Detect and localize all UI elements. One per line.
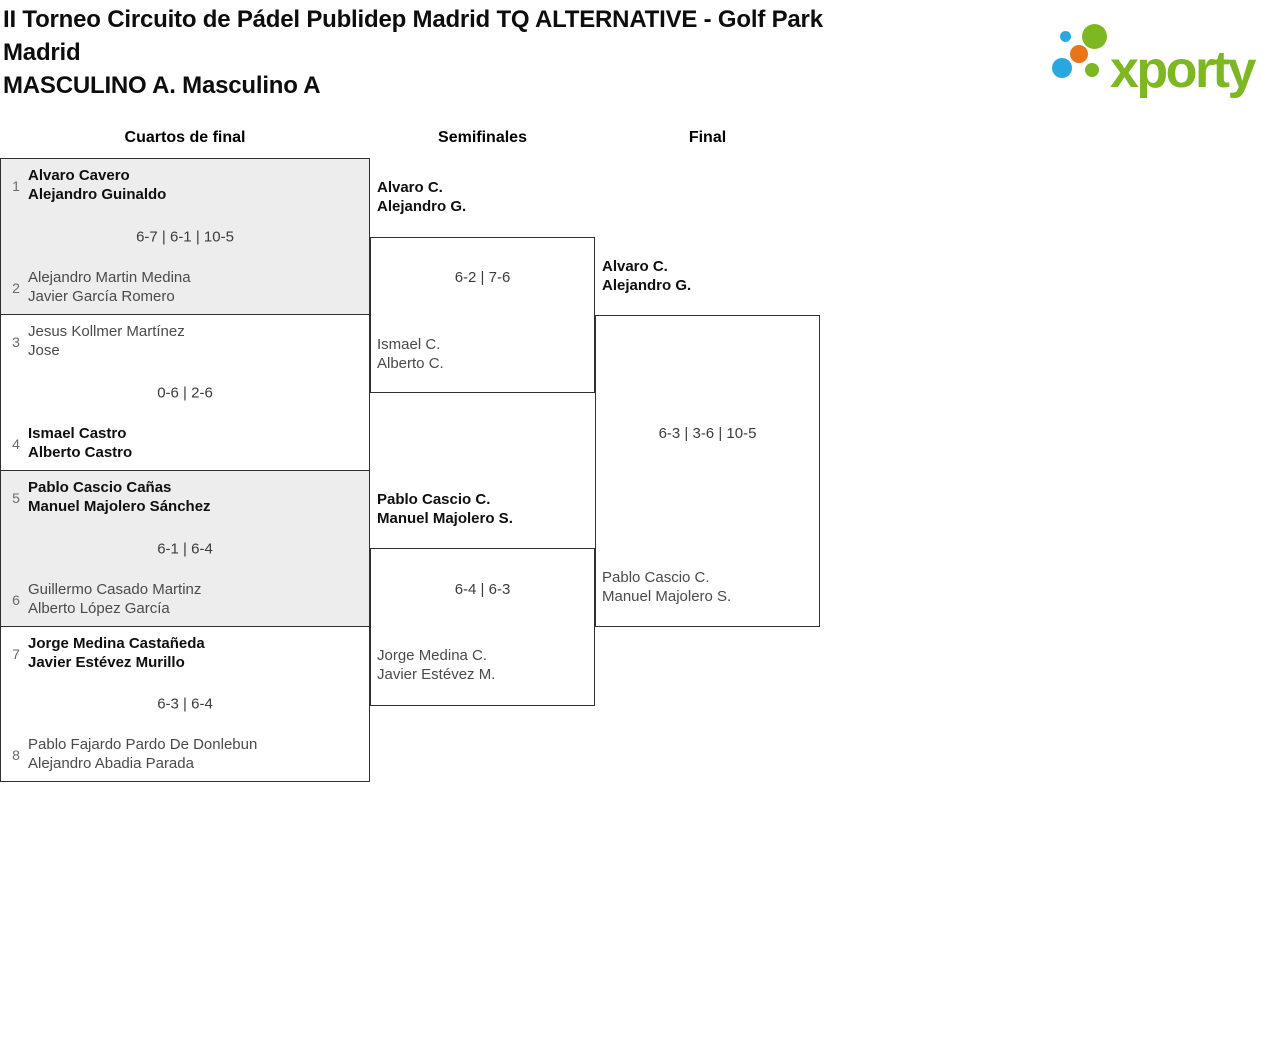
team-players: Pablo Fajardo Pardo De Donlebun Alejandr…: [28, 736, 257, 773]
team-row: 5 Pablo Cascio Cañas Manuel Majolero Sán…: [1, 479, 369, 516]
quarterfinals-column: 1 Alvaro Cavero Alejandro Guinaldo 6-7 |…: [0, 158, 370, 782]
player-name: Alvaro C.: [602, 258, 668, 275]
match-score: 6-3 | 6-4: [157, 695, 213, 713]
round-header-cuartos-de-final: Cuartos de final: [124, 129, 246, 146]
team-row: 1 Alvaro Cavero Alejandro Guinaldo: [1, 167, 369, 204]
player-name: Ismael Castro: [28, 425, 127, 442]
final-team-1: Alvaro C. Alejandro G.: [602, 258, 691, 295]
match-score: 6-7 | 6-1 | 10-5: [136, 228, 234, 245]
player-name: Alejandro G.: [377, 197, 467, 215]
seed-number: 5: [12, 489, 20, 506]
match-quarterfinal-3: 5 Pablo Cascio Cañas Manuel Majolero Sán…: [1, 471, 369, 627]
player-name: Ismael C.: [377, 336, 441, 353]
seed-number: 4: [12, 435, 20, 452]
logo-dot-green-small-icon: [1085, 63, 1099, 77]
team-players: Alejandro Martin Medina Javier García Ro…: [28, 269, 191, 306]
player-name: Manuel Majolero S.: [602, 587, 732, 605]
player-name: Javier García Romero: [28, 287, 175, 305]
team-row: 7 Jorge Medina Castañeda Javier Estévez …: [1, 635, 369, 672]
final-box: [595, 315, 820, 627]
semifinal-1-box: [370, 237, 595, 393]
player-name: Manuel Majolero S.: [377, 509, 513, 527]
match-quarterfinal-1: 1 Alvaro Cavero Alejandro Guinaldo 6-7 |…: [1, 159, 369, 315]
team-players: Alvaro Cavero Alejandro Guinaldo: [28, 167, 166, 204]
player-name: Alejandro Martin Medina: [28, 269, 191, 286]
player-name: Alvaro Cavero: [28, 167, 130, 184]
player-name: Guillermo Casado Martinz: [28, 581, 202, 598]
match-score: 6-1 | 6-4: [157, 540, 213, 557]
player-name: Alberto Castro: [28, 443, 133, 461]
final-team-2: Pablo Cascio C. Manuel Majolero S.: [602, 569, 731, 606]
match-score: 0-6 | 2-6: [157, 384, 213, 401]
team-row: 6 Guillermo Casado Martinz Alberto López…: [1, 581, 369, 618]
team-players: Pablo Cascio Cañas Manuel Majolero Sánch…: [28, 479, 211, 516]
logo-dot-blue-small-icon: [1060, 31, 1071, 42]
team-row: 4 Ismael Castro Alberto Castro: [1, 425, 369, 462]
round-header-semifinales: Semifinales: [438, 129, 527, 146]
seed-number: 6: [12, 591, 20, 608]
team-players: Ismael Castro Alberto Castro: [28, 425, 132, 462]
final-score: 6-3 | 3-6 | 10-5: [658, 425, 757, 442]
match-quarterfinal-2: 3 Jesus Kollmer Martínez Jose 0-6 | 2-6 …: [1, 315, 369, 471]
player-name: Alberto C.: [377, 354, 444, 372]
category-title: MASCULINO A. Masculino A: [3, 72, 321, 99]
team-row: 8 Pablo Fajardo Pardo De Donlebun Alejan…: [1, 736, 369, 773]
round-header-final: Final: [688, 129, 727, 146]
tournament-title: II Torneo Circuito de Pádel Publidep Mad…: [3, 6, 823, 66]
player-name: Javier Estévez Murillo: [28, 653, 185, 671]
semifinal-2-team-1: Pablo Cascio C. Manuel Majolero S.: [377, 491, 513, 528]
seed-number: 2: [12, 279, 20, 296]
player-name: Jorge Medina C.: [377, 647, 488, 664]
semifinal-2-team-2: Jorge Medina C. Javier Estévez M.: [377, 647, 495, 684]
player-name: Jorge Medina Castañeda: [28, 635, 205, 652]
player-name: Alejandro Guinaldo: [28, 185, 167, 203]
player-name: Pablo Fajardo Pardo De Donlebun: [28, 736, 258, 753]
team-players: Jorge Medina Castañeda Javier Estévez Mu…: [28, 635, 205, 672]
team-row: 2 Alejandro Martin Medina Javier García …: [1, 269, 369, 306]
team-row: 3 Jesus Kollmer Martínez Jose: [1, 323, 369, 360]
logo-dot-green-big-icon: [1082, 24, 1107, 49]
player-name: Alejandro Abadia Parada: [28, 754, 194, 772]
player-name: Pablo Cascio C.: [602, 569, 710, 586]
player-name: Alejandro G.: [602, 276, 692, 294]
match-quarterfinal-4: 7 Jorge Medina Castañeda Javier Estévez …: [1, 627, 369, 781]
player-name: Pablo Cascio Cañas: [28, 479, 172, 496]
seed-number: 8: [12, 746, 20, 763]
player-name: Javier Estévez M.: [377, 665, 496, 683]
player-name: Manuel Majolero Sánchez: [28, 497, 211, 515]
player-name: Alberto López García: [28, 599, 170, 617]
xporty-logo-text: xporty: [1110, 41, 1256, 99]
semifinal-2-score: 6-4 | 6-3: [454, 581, 511, 598]
seed-number: 7: [12, 645, 20, 662]
team-players: Guillermo Casado Martinz Alberto López G…: [28, 581, 201, 618]
semifinal-2-box: [370, 548, 595, 706]
logo-dot-orange-icon: [1070, 45, 1088, 63]
logo-dot-blue-big-icon: [1052, 58, 1072, 78]
player-name: Jose: [28, 341, 60, 359]
semifinal-1-team-1: Alvaro C. Alejandro G.: [377, 179, 466, 216]
player-name: Pablo Cascio C.: [377, 491, 491, 508]
seed-number: 3: [12, 333, 20, 350]
semifinal-1-score: 6-2 | 7-6: [454, 269, 511, 286]
xporty-logo[interactable]: xporty: [1048, 22, 1280, 108]
player-name: Alvaro C.: [377, 179, 443, 196]
team-players: Jesus Kollmer Martínez Jose: [28, 323, 185, 360]
semifinal-1-team-2: Ismael C. Alberto C.: [377, 336, 444, 373]
seed-number: 1: [12, 177, 20, 194]
player-name: Jesus Kollmer Martínez: [28, 323, 185, 340]
